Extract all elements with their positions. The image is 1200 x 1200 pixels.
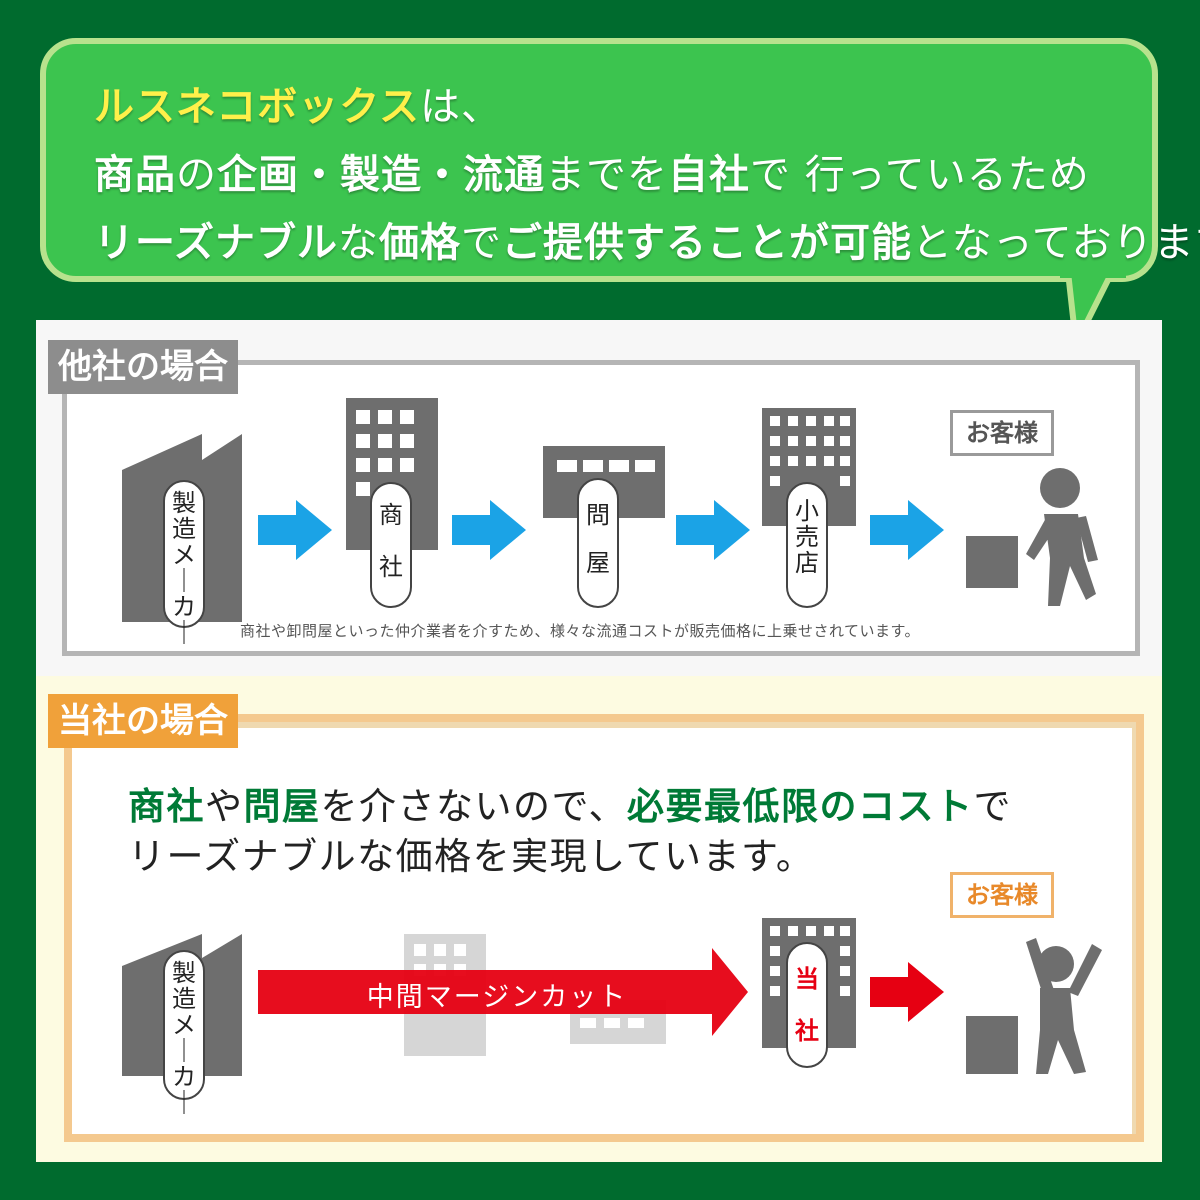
our-sentence-segment: 商社 [128, 785, 205, 828]
maker-label: 製造メ｜カ｜ [163, 950, 205, 1116]
line3-segment: となっております。 [912, 220, 1200, 266]
arrow-right-icon [676, 500, 750, 560]
person-cheering-icon [966, 938, 1102, 1074]
retailer-label: 小売店 [786, 482, 828, 608]
bubble-line-1-rest: は、 [420, 84, 502, 130]
trading-company-label-text: 商社 [379, 501, 403, 581]
our-sentence-segment: を介さないので、 [320, 785, 628, 828]
line2-segment: 自社 [668, 152, 750, 198]
our-sentence-segment: 問屋 [243, 785, 321, 828]
maker-label-text: 製造メ｜カ｜ [172, 489, 196, 647]
customer-tag: お客様 [950, 872, 1054, 918]
line3-segment: 価格 [379, 220, 461, 266]
arrow-right-icon [258, 500, 332, 560]
intermediary-note: 商社や卸問屋といった仲介業者を介すため、様々な流通コストが販売価格に上乗せされて… [240, 622, 921, 640]
our-sentence-line-2: リーズナブルな価格を実現しています。 [128, 835, 815, 878]
our-sentence-line-1: 商社や問屋を介さないので、必要最低限のコストで [128, 776, 1012, 830]
long-arrow-right-icon [258, 948, 748, 1036]
other-company-title: 他社の場合 [48, 340, 238, 394]
arrow-right-icon [870, 500, 944, 560]
trading-company-label: 商社 [370, 482, 412, 608]
our-company-frame [64, 714, 1144, 1142]
our-sentence-segment: で [973, 785, 1013, 828]
brand-name: ルスネコボックス [94, 84, 420, 130]
wholesaler-label-text: 問屋 [586, 501, 610, 577]
line2-segment: 商品 [94, 152, 176, 198]
line2-segment: までを [545, 152, 668, 198]
line3-segment: リーズナブル [94, 220, 338, 266]
wholesaler-label: 問屋 [577, 478, 619, 608]
maker-label-text: 製造メ｜カ｜ [172, 959, 196, 1117]
line2-segment: 企画・製造・流通 [217, 152, 545, 198]
retailer-label-text: 小売店 [795, 497, 819, 577]
maker-label: 製造メ｜カ｜ [163, 480, 205, 646]
our-company-label-text: 当社 [795, 965, 819, 1045]
our-sentence-segment: 必要最低限のコスト [627, 785, 974, 828]
person-walking-icon [966, 468, 1098, 606]
bubble-line-3: リーズナブルな価格でご提供することが可能となっております。 [94, 210, 1200, 268]
margin-cut-label: 中間マージンカット [366, 982, 628, 1013]
line3-segment: な [338, 220, 379, 266]
arrow-right-red-icon [870, 962, 944, 1022]
line2-segment: の [176, 152, 217, 198]
our-company-title: 当社の場合 [48, 694, 238, 748]
line3-segment: で [461, 220, 502, 266]
bubble-line-2: 商品の企画・製造・流通までを自社で 行っているため [94, 142, 1090, 200]
customer-tag: お客様 [950, 410, 1054, 456]
bubble-line-1: ルスネコボックスは、 [94, 74, 502, 132]
speech-bubble: ルスネコボックスは、 商品の企画・製造・流通までを自社で 行っているため リーズ… [40, 38, 1200, 282]
arrow-right-icon [452, 500, 526, 560]
our-company-label: 当社 [786, 942, 828, 1068]
line2-segment: で 行っているため [750, 152, 1090, 198]
our-sentence-segment: や [205, 785, 244, 828]
line3-segment: ご提供することが可能 [502, 220, 912, 266]
